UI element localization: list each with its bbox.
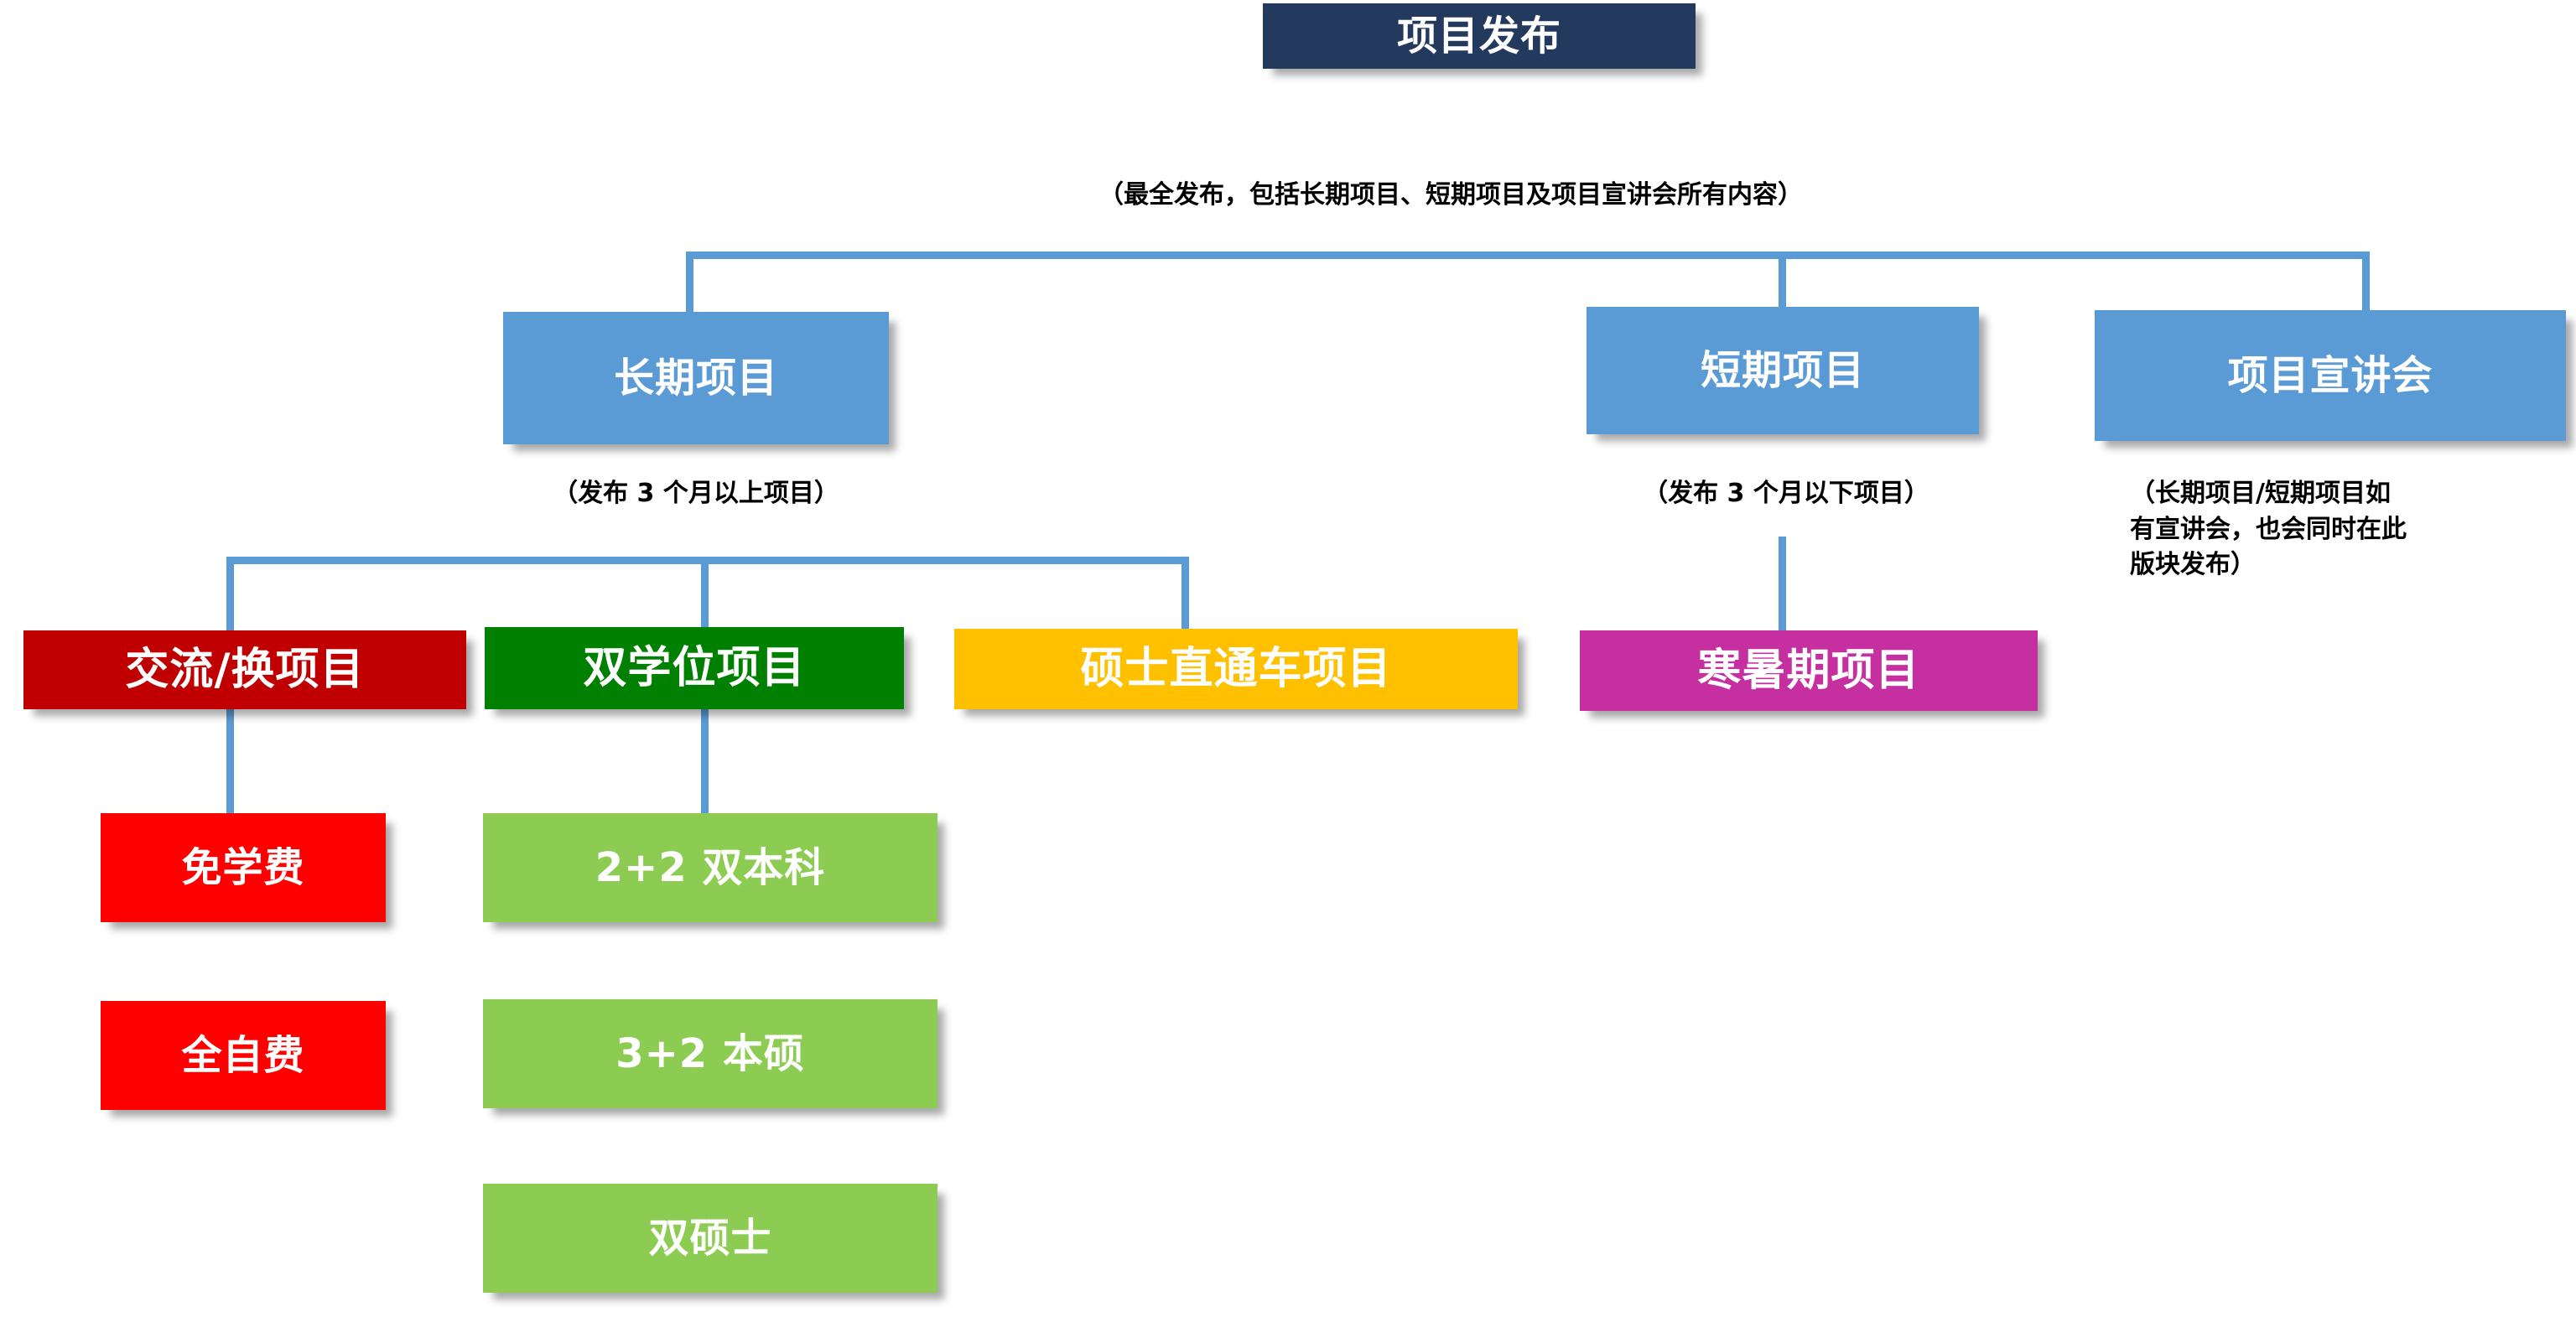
node-master-express-program[interactable]: 硕士直通车项目 bbox=[954, 629, 1518, 709]
node-info-session[interactable]: 项目宣讲会 bbox=[2095, 310, 2566, 441]
node-dual-degree-program[interactable]: 双学位项目 bbox=[485, 627, 904, 709]
node-dual-master[interactable]: 双硕士 bbox=[483, 1184, 937, 1293]
connector-drop-exchange bbox=[226, 557, 234, 637]
caption-info-session: （长期项目/短期项目如 有宣讲会，也会同时在此 版块发布） bbox=[2130, 476, 2576, 583]
node-self-funded[interactable]: 全自费 bbox=[101, 1001, 386, 1110]
caption-root: （最全发布，包括长期项目、短期项目及项目宣讲会所有内容） bbox=[1098, 180, 1803, 210]
connector-exchange-to-tuition-free bbox=[226, 709, 234, 813]
caption-info-session-line-2: 有宣讲会，也会同时在此 bbox=[2130, 514, 2407, 544]
node-tuition-free[interactable]: 免学费 bbox=[101, 813, 386, 922]
node-root-project-release[interactable]: 项目发布 bbox=[1263, 3, 1696, 69]
node-two-plus-two-dual-bachelor[interactable]: 2+2 双本科 bbox=[483, 813, 937, 922]
connector-drop-long-term bbox=[686, 251, 693, 312]
connector-dual-degree-to-two-plus-two bbox=[701, 709, 709, 813]
connector-drop-short-term bbox=[1779, 251, 1786, 307]
connector-short-term-to-winter-summer bbox=[1779, 537, 1786, 635]
node-exchange-program[interactable]: 交流/换项目 bbox=[23, 630, 466, 709]
connector-drop-info-session bbox=[2362, 251, 2370, 310]
caption-info-session-line-1: （长期项目/短期项目如 bbox=[2130, 479, 2391, 508]
connector-drop-master-express bbox=[1182, 557, 1189, 637]
node-winter-summer-program[interactable]: 寒暑期项目 bbox=[1580, 630, 2038, 711]
node-long-term-programs[interactable]: 长期项目 bbox=[503, 312, 889, 444]
node-three-plus-two-bachelor-master[interactable]: 3+2 本硕 bbox=[483, 999, 937, 1108]
connector-root-horizontal-bar bbox=[686, 251, 2370, 259]
caption-info-session-line-3: 版块发布） bbox=[2130, 550, 2256, 580]
node-short-term-programs[interactable]: 短期项目 bbox=[1587, 307, 1979, 434]
caption-long-term: （发布 3 个月以上项目） bbox=[553, 479, 839, 508]
caption-short-term: （发布 3 个月以下项目） bbox=[1643, 479, 1929, 508]
connector-drop-dual-degree bbox=[701, 557, 709, 637]
